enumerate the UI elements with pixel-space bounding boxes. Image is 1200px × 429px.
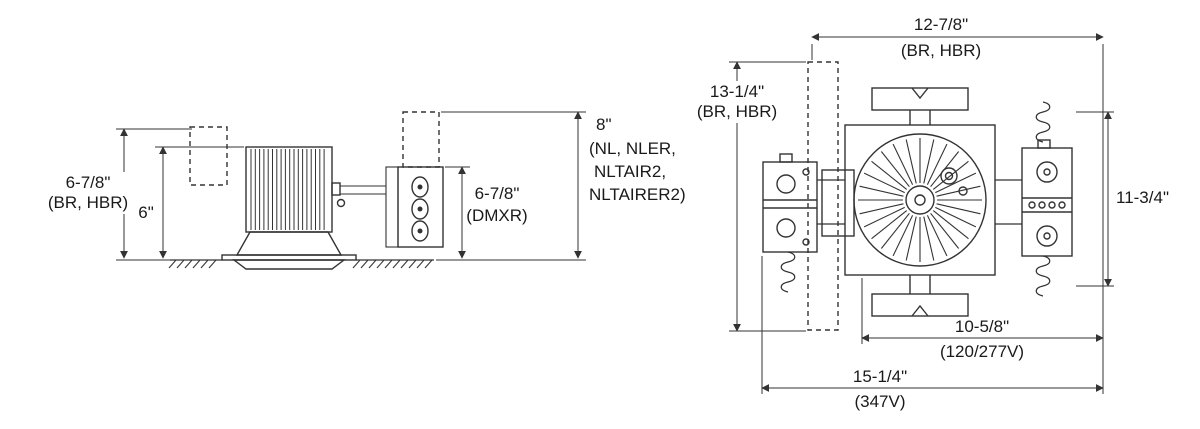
label-backing [46, 172, 132, 214]
dim-plan-bottom-outer-note: (347V) [854, 392, 905, 411]
side-view [168, 111, 444, 270]
dim-side-nl-value: 8" [596, 115, 612, 134]
dim-side-height-6-value: 6" [138, 203, 154, 222]
dim-plan-bottom-inner-value: 10-5/8" [955, 317, 1009, 336]
dimension-lines [116, 33, 1114, 394]
plan-left-junction-box [762, 153, 818, 253]
side-emergency-dashed-outline [402, 111, 440, 168]
dimension-labels: 6-7/8" (BR, HBR) 6" 6-7/8" (DMXR) 8" (NL… [46, 15, 1169, 411]
plan-mounting-pan [844, 124, 996, 276]
dim-plan-top-value: 12-7/8" [914, 15, 968, 34]
dim-side-nl-note3: NLTAIRER2) [589, 185, 686, 204]
plan-fan-heatsink [853, 133, 987, 267]
dim-side-height-br-note: (BR, HBR) [48, 193, 128, 212]
side-ceiling-line [168, 259, 434, 269]
flex-conduit-springs [780, 101, 1051, 297]
dim-side-nl-note1: (NL, NLER, [589, 139, 676, 158]
side-mounting-bracket [340, 166, 399, 248]
side-trim [221, 231, 357, 270]
side-heatsink-tab [331, 182, 341, 196]
plan-view [762, 61, 1073, 331]
dim-plan-bottom-outer-value: 15-1/4" [853, 367, 907, 386]
dim-side-nl-note2: NLTAIR2, [594, 162, 666, 181]
plan-bottom-bar-hanger [871, 275, 969, 317]
side-junction-box [397, 166, 444, 248]
dim-side-dmxr-value: 6-7/8" [475, 184, 520, 203]
fan-blades [858, 138, 982, 262]
side-latch [336, 198, 346, 208]
plan-right-junction-box [1021, 139, 1073, 257]
dim-plan-left-value: 13-1/4" [710, 82, 764, 101]
side-heatsink [245, 146, 346, 233]
plan-dashed-outline [807, 61, 839, 331]
dim-plan-bottom-inner-note: (120/277V) [940, 342, 1024, 361]
dim-plan-top-note: (BR, HBR) [901, 41, 981, 60]
label-backing [686, 81, 788, 123]
ceiling-hatch [168, 259, 433, 269]
dim-plan-left-note: (BR, HBR) [697, 102, 777, 121]
heatsink-fins [250, 149, 325, 230]
dim-plan-right-value: 11-3/4" [1116, 188, 1169, 207]
side-driver-dashed-outline [189, 126, 228, 186]
adjustment-knob [940, 167, 958, 185]
dim-side-height-br-value: 6-7/8" [66, 173, 111, 192]
dim-side-dmxr-note: (DMXR) [466, 206, 527, 225]
plan-rails [817, 179, 1022, 225]
plan-top-bar-hanger [871, 87, 969, 125]
screw-detail [958, 186, 968, 196]
